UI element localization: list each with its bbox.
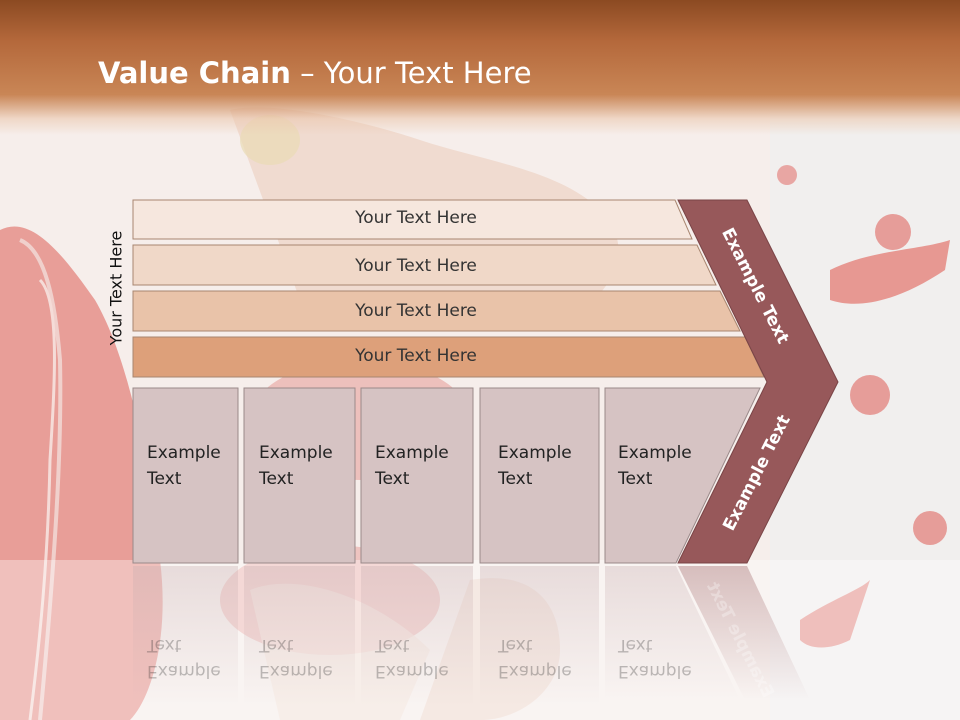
column-label-5-line2: Text (618, 469, 653, 489)
column-shape-4[interactable] (479, 387, 600, 564)
column-label-2: Example Text (259, 440, 333, 492)
title-rest: – Your Text Here (290, 56, 532, 90)
bar-label-4: Your Text Here (355, 346, 477, 366)
column-label-1: Example Text (147, 440, 221, 492)
column-reflection-2 (244, 566, 355, 706)
column-label-4-line1: Example (498, 443, 572, 463)
title-bold: Value Chain (98, 56, 291, 90)
bar-shape-3[interactable] (132, 290, 741, 332)
bar-label-3: Your Text Here (355, 301, 477, 321)
column-label-3-line1: Example (375, 443, 449, 463)
column-reflection-label-3: Example Text (375, 635, 449, 681)
column-reflection-label-5: Example Text (618, 635, 692, 681)
column-label-3-line2: Text (375, 469, 410, 489)
column-label-2-line2: Text (259, 469, 294, 489)
column-label-1-line2: Text (147, 469, 182, 489)
column-label-3: Example Text (375, 440, 449, 492)
column-shape-2[interactable] (243, 387, 356, 564)
column-reflection-1 (133, 566, 238, 706)
column-shape-3[interactable] (360, 387, 474, 564)
chevron-arrow[interactable] (677, 199, 839, 564)
column-label-5-line1: Example (618, 443, 692, 463)
column-label-2-line1: Example (259, 443, 333, 463)
column-reflection-label-2: Example Text (259, 635, 333, 681)
slide-title: Value Chain – Your Text Here (98, 56, 532, 90)
column-reflection-3 (361, 566, 473, 706)
header-band (0, 0, 960, 135)
column-label-4: Example Text (498, 440, 572, 492)
column-label-1-line1: Example (147, 443, 221, 463)
column-label-5: Example Text (618, 440, 692, 492)
column-reflection-label-1: Example Text (147, 635, 221, 681)
column-shape-1[interactable] (132, 387, 239, 564)
bar-label-2: Your Text Here (355, 256, 477, 276)
bar-shape-1[interactable] (132, 199, 693, 240)
chevron-reflection (678, 566, 810, 700)
bar-label-1: Your Text Here (355, 208, 477, 228)
column-reflection-5 (605, 566, 740, 700)
bar-shape-2[interactable] (132, 244, 717, 286)
column-label-4-line2: Text (498, 469, 533, 489)
column-shape-5[interactable] (604, 387, 761, 564)
column-reflection-label-4: Example Text (498, 635, 572, 681)
column-reflection-4 (480, 566, 599, 706)
